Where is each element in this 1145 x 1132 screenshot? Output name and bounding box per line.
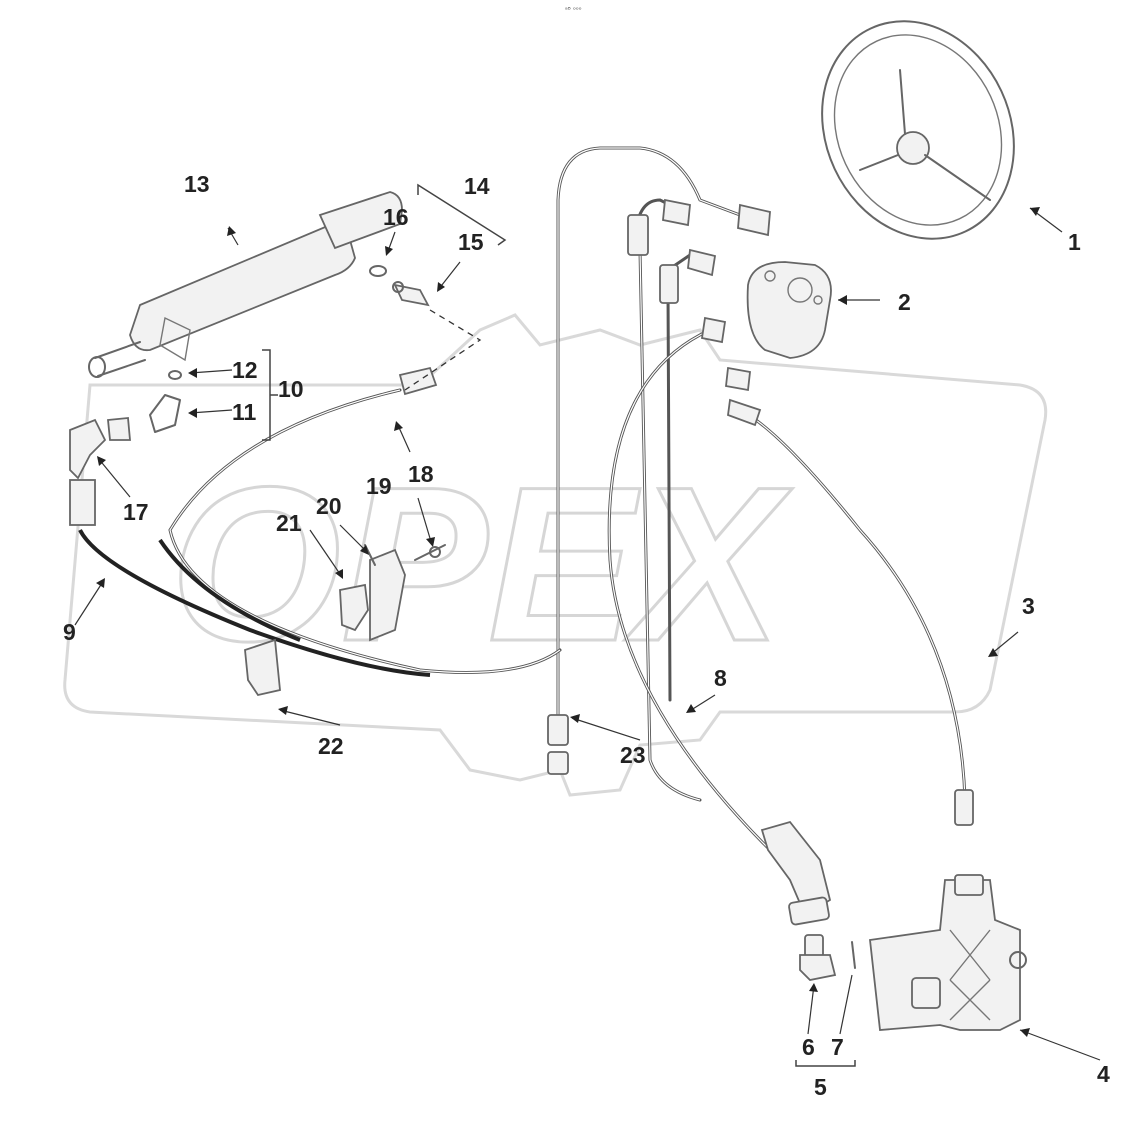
callout-23: 23 [620,742,646,768]
callout-17: 17 [123,499,149,525]
callout-2: 2 [898,289,911,315]
callout-14: 14 [464,173,490,199]
fitting-15-16 [369,265,430,307]
callout-20: 20 [316,493,342,519]
callout-21: 21 [276,510,302,536]
callout-6: 6 [802,1034,815,1060]
callout-12: 12 [232,357,258,383]
callout-19: 19 [366,473,392,499]
steering-unit-part [746,261,832,359]
callout-3: 3 [1022,593,1035,619]
clamps [244,544,446,697]
callout-9: 9 [63,619,76,645]
callout-18: 18 [408,461,434,487]
fitting-10-11-12-17 [69,370,182,526]
leader-lines [74,207,1101,1061]
fitting-6-7 [799,934,856,981]
callout-10: 10 [278,376,304,402]
guide-lines [404,309,482,391]
callout-16: 16 [383,204,409,230]
steering-cylinder-part [88,191,403,378]
callout-7: 7 [831,1034,844,1060]
callout-13: 13 [184,171,210,197]
callout-5: 5 [814,1074,827,1100]
callout-11: 11 [232,399,257,425]
steering-wheel-part [821,20,1015,240]
assembly-brackets [262,183,856,1067]
callout-labels: 1 2 3 4 5 6 7 8 9 10 11 12 13 14 15 16 1… [63,171,1110,1100]
callout-1: 1 [1068,229,1081,255]
callout-4: 4 [1097,1061,1110,1087]
callout-15: 15 [458,229,484,255]
hose-fittings [398,198,974,926]
top-mark: ᵃᴮ ᵒᵒᵒ [565,6,582,14]
callout-8: 8 [714,665,727,691]
callout-22: 22 [318,733,344,759]
pump-part [869,874,1027,1031]
